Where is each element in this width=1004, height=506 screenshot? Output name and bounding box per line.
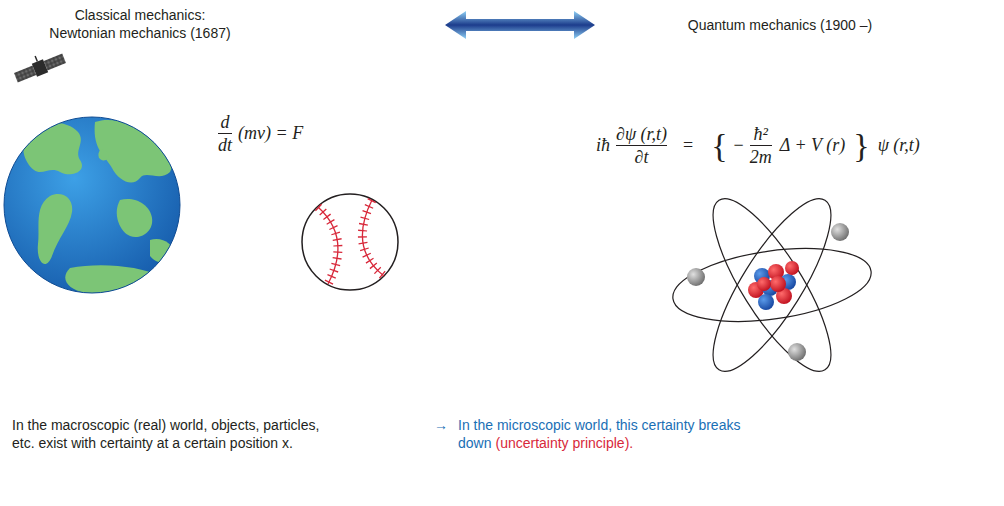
- satellite: [11, 46, 67, 84]
- equation-sign: =: [683, 135, 693, 156]
- baseball: [302, 194, 398, 290]
- fraction: ħ² 2m: [750, 124, 772, 167]
- double-arrow: [445, 11, 595, 39]
- brace: }: [853, 126, 869, 166]
- denominator: dt: [218, 135, 232, 155]
- denominator: ∂t: [635, 147, 649, 167]
- fraction-bar: [750, 145, 772, 146]
- arrow-symbol: →: [434, 417, 448, 433]
- note-arrow: →: [434, 416, 448, 434]
- note-right: In the microscopic world, this certainty…: [458, 416, 758, 452]
- denominator: 2m: [750, 147, 772, 167]
- equation-term: Δ + V (r): [780, 135, 846, 156]
- earth: [4, 117, 180, 294]
- equation-term: iħ: [596, 135, 610, 156]
- atom: [668, 184, 876, 385]
- numerator: d: [221, 112, 230, 132]
- fraction: d dt: [218, 112, 232, 155]
- note-text: In the macroscopic (real) world, objects…: [12, 417, 319, 451]
- schrodinger-equation: iħ ∂ψ (r,t) ∂t = {−ħ² 2m Δ + V (r)} ψ (r,t): [596, 124, 920, 167]
- section-heading: Classical mechanics: Newtonian mechanics…: [49, 7, 230, 41]
- fraction-bar: [218, 133, 232, 134]
- fraction: ∂ψ (r,t) ∂t: [616, 124, 667, 167]
- note-highlight: (uncertainty principle).: [495, 435, 633, 451]
- equation-term: (mv) = F: [238, 123, 303, 144]
- numerator: ħ²: [754, 124, 768, 144]
- note-left: In the macroscopic (real) world, objects…: [12, 416, 342, 452]
- brace: {: [711, 126, 727, 166]
- equation-sign: −: [734, 135, 744, 156]
- equation-term: ψ (r,t): [878, 135, 920, 156]
- numerator: ∂ψ (r,t): [616, 124, 667, 144]
- newton-equation: d dt (mv) = F: [214, 112, 303, 155]
- header-right: Quantum mechanics (1900 –): [630, 16, 930, 34]
- fraction-bar: [616, 145, 667, 146]
- header-left: Classical mechanics: Newtonian mechanics…: [40, 6, 240, 42]
- section-heading: Quantum mechanics (1900 –): [688, 17, 872, 33]
